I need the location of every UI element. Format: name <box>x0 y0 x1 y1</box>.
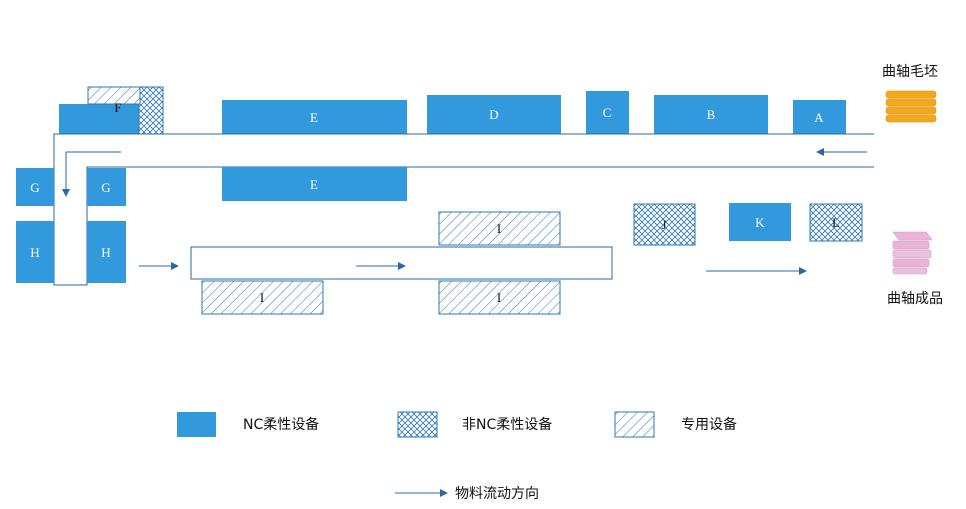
station-l-label: L <box>832 215 840 230</box>
station-g-left-label: G <box>30 180 39 195</box>
legend-nc-label: NC柔性设备 <box>243 416 319 433</box>
station-i-top-label: I <box>497 221 501 236</box>
station-i-right-label: I <box>497 290 501 305</box>
legend: NC柔性设备 非NC柔性设备 专用设备 物料流动方向 <box>177 411 737 502</box>
station-i-right <box>438 280 561 315</box>
legend-special-swatch <box>614 411 655 438</box>
station-e-top-label: E <box>310 110 318 125</box>
station-c-label: C <box>603 105 612 120</box>
station-f-label: F <box>114 100 121 115</box>
station-f-hatch <box>87 86 141 105</box>
lower-conveyor <box>190 246 613 280</box>
station-l <box>809 203 863 242</box>
station-i-left-label: I <box>260 290 264 305</box>
station-j <box>633 203 696 246</box>
station-b-label: B <box>707 107 716 122</box>
station-c <box>586 91 629 134</box>
station-i-left <box>201 280 324 315</box>
station-k <box>729 203 791 241</box>
station-d <box>427 95 561 134</box>
station-h-left-label: H <box>30 245 39 260</box>
station-h-left <box>16 221 54 283</box>
station-f-cross <box>138 86 164 135</box>
station-h-right <box>87 221 126 283</box>
station-d-label: D <box>489 107 498 122</box>
station-k-label: K <box>755 215 765 230</box>
station-g-right <box>87 168 126 206</box>
stacked-bars-icon <box>885 90 937 123</box>
station-e-bottom-label: E <box>310 177 318 192</box>
main-conveyor <box>53 133 874 286</box>
station-g-right-label: G <box>101 180 110 195</box>
station-a <box>793 100 846 134</box>
finished-product-label: 曲轴成品 <box>887 291 943 307</box>
legend-non-nc-swatch <box>397 411 438 438</box>
station-i-top <box>438 211 561 246</box>
station-b <box>654 95 768 134</box>
raw-material-label: 曲轴毛坯 <box>882 64 938 80</box>
legend-flow-label: 物料流动方向 <box>455 486 539 502</box>
legend-special-label: 专用设备 <box>681 416 737 433</box>
legend-nc-swatch <box>177 412 216 437</box>
station-f-nc <box>59 104 140 134</box>
station-j-label: J <box>661 217 666 232</box>
station-g-left <box>16 168 54 206</box>
legend-non-nc-label: 非NC柔性设备 <box>462 416 552 433</box>
station-a-label: A <box>814 110 824 125</box>
station-e-bottom <box>222 167 407 201</box>
stacked-bars-icon <box>892 231 933 275</box>
station-h-right-label: H <box>101 245 110 260</box>
station-e-top <box>222 100 407 134</box>
